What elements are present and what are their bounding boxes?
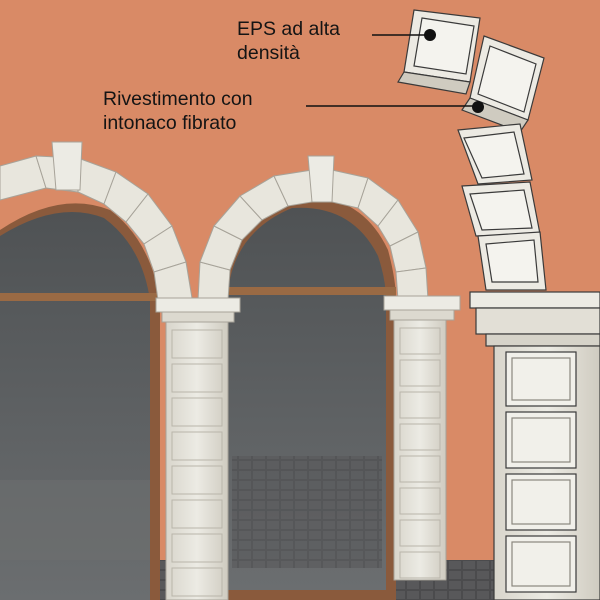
callout-rivestimento-line1: Rivestimento con [103, 88, 253, 110]
right-arch-voussoirs [197, 155, 429, 301]
right-arch-opening [218, 195, 396, 600]
callout-eps-line1: EPS ad alta [237, 18, 340, 40]
callout-rivestimento-line2: intonaco fibrato [103, 112, 237, 134]
leader-dot-rivestimento [472, 101, 484, 113]
left-keystone [51, 141, 83, 191]
callout-rivestimento: Rivestimento con intonaco fibrato [103, 87, 253, 135]
left-pilaster [155, 297, 241, 600]
exploded-voussoirs [397, 9, 547, 291]
right-keystone [307, 155, 335, 203]
leader-dots [424, 29, 484, 113]
callout-eps: EPS ad alta densità [237, 17, 340, 65]
left-arch-voussoirs [0, 141, 193, 301]
leader-dot-eps [424, 29, 436, 41]
left-arch-opening [0, 203, 160, 600]
exploded-pillar [469, 291, 600, 600]
right-pilaster [383, 295, 461, 581]
callout-eps-line2: densità [237, 42, 300, 64]
leader-lines [306, 34, 478, 107]
